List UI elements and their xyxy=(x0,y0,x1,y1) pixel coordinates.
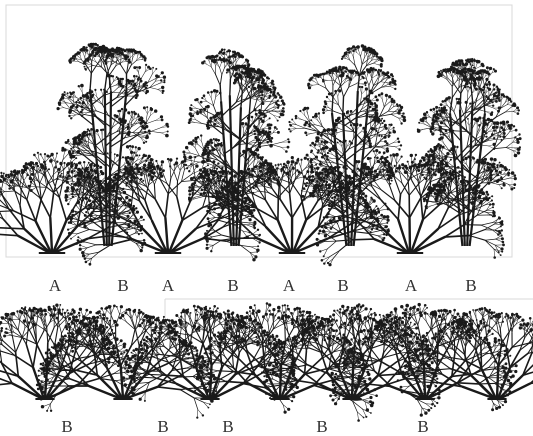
shrub-illustration xyxy=(316,153,505,266)
bottom-label: B xyxy=(157,417,168,436)
top-label: A xyxy=(49,276,62,295)
top-label: A xyxy=(162,276,175,295)
shrub-illustration xyxy=(397,307,533,401)
top-label: A xyxy=(405,276,418,295)
tree-illustration xyxy=(417,58,522,246)
top-label: B xyxy=(227,276,238,295)
bottom-label: B xyxy=(417,417,428,436)
top-label: B xyxy=(337,276,348,295)
bottom-label: B xyxy=(316,417,327,436)
top-row-plants xyxy=(0,43,522,267)
bottom-label: B xyxy=(61,417,72,436)
top-label: B xyxy=(117,276,128,295)
top-label: A xyxy=(283,276,296,295)
top-label: B xyxy=(465,276,476,295)
bottom-label: B xyxy=(222,417,233,436)
top-row-labels: A B A B A B A B xyxy=(49,276,477,295)
bottom-row-plants xyxy=(0,302,533,422)
bottom-row-labels: B B B B B xyxy=(61,417,428,436)
